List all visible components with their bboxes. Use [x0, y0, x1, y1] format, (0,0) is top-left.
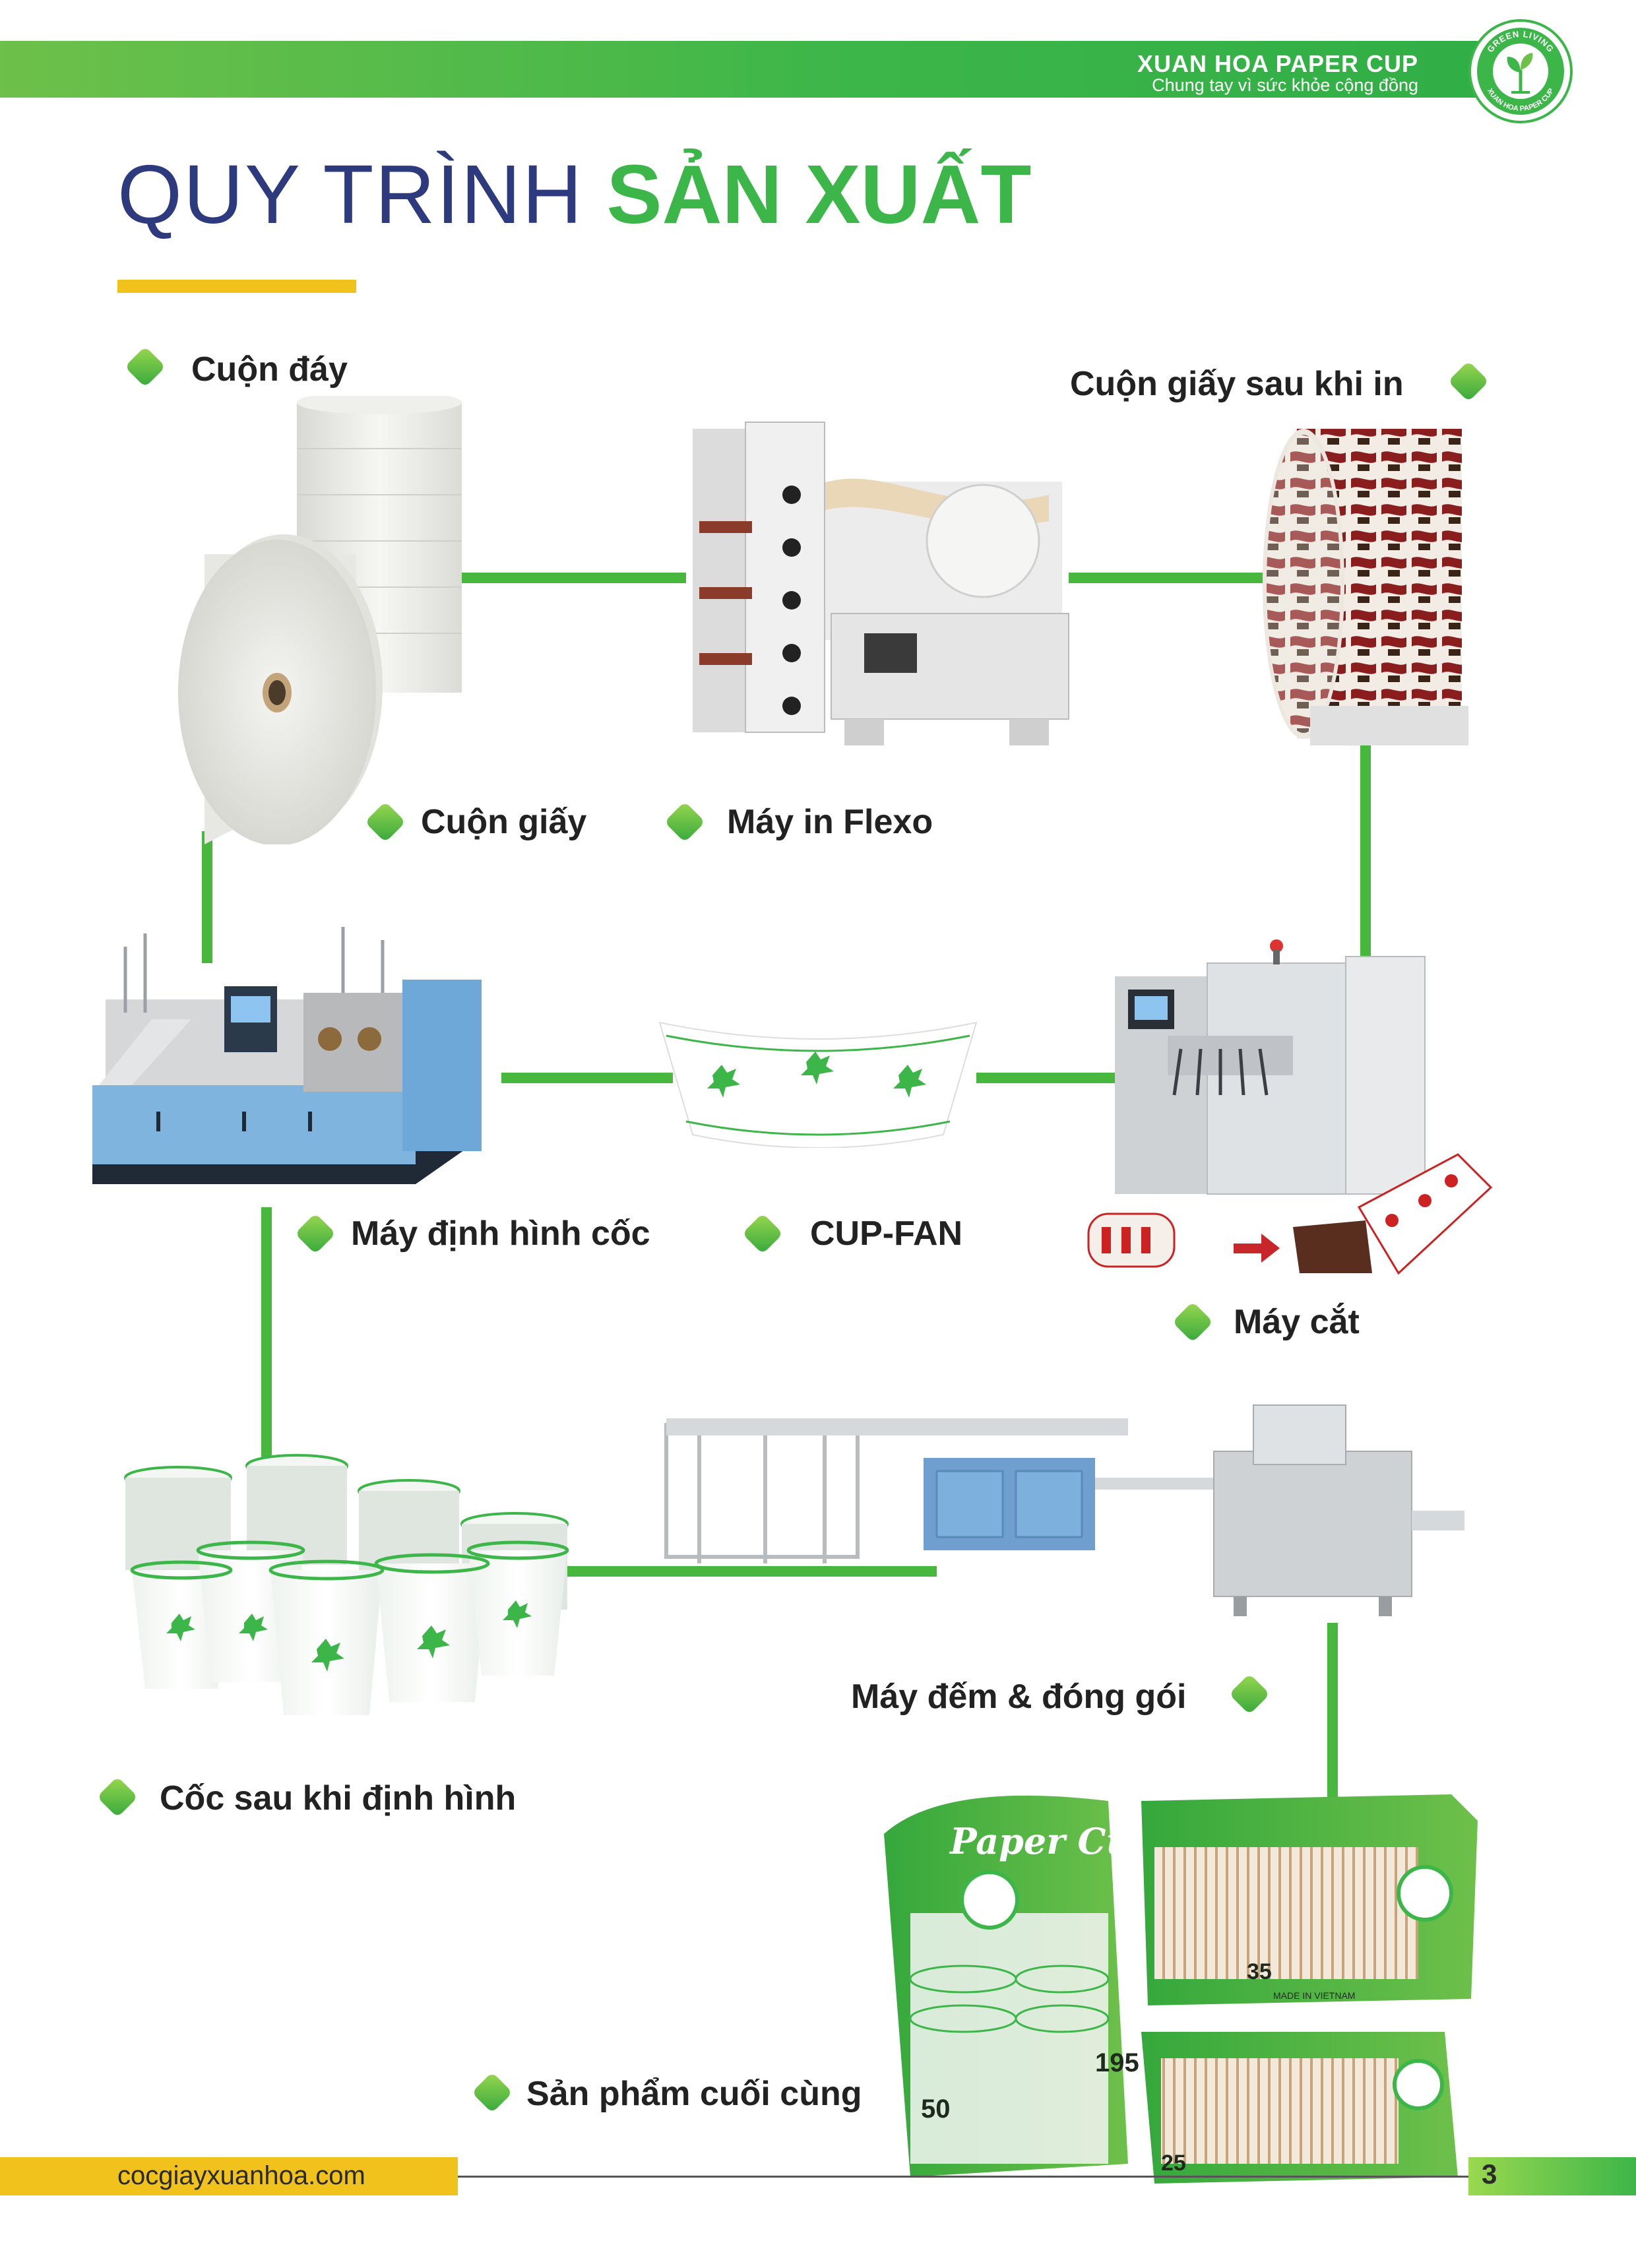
- cutter-samples-image: [1082, 1148, 1530, 1293]
- package-size-b: 35: [1247, 1959, 1272, 1984]
- brand-slogan: Chung tay vì sức khỏe cộng đồng: [1152, 75, 1418, 95]
- package-count-b: 25: [1161, 2151, 1186, 2176]
- bullet-icon: [741, 1213, 784, 1255]
- footer-website-link[interactable]: cocgiayxuanhoa.com: [117, 2161, 365, 2190]
- final-product-image: Paper Cup 195 50 35 MADE IN VIETNAM 25: [877, 1781, 1484, 2190]
- cup-forming-machine-image: [86, 920, 508, 1227]
- bullet-icon: [124, 346, 166, 388]
- label-cup-fan: CUP-FAN: [810, 1214, 963, 1253]
- connector-forming-to-fan: [501, 1073, 673, 1083]
- printed-roll-image: [1257, 422, 1475, 752]
- connector-fan-to-cutter: [976, 1073, 1148, 1083]
- footer-yellow-bar: [0, 2157, 458, 2195]
- connector-packing-to-product: [1327, 1623, 1338, 1814]
- brand-name: XUAN HOA PAPER CUP: [1137, 50, 1418, 77]
- connector-roll-to-flexo: [462, 573, 686, 583]
- cup-fan-image: [653, 1009, 983, 1148]
- label-forming-machine: Máy định hình cốc: [351, 1214, 650, 1253]
- title-part-1: QUY TRÌNH: [117, 148, 584, 241]
- bullet-icon: [1228, 1673, 1271, 1715]
- label-bottom-roll: Cuộn đáy: [191, 350, 348, 389]
- footer-divider: [458, 2176, 1487, 2178]
- package-count-a: 50: [921, 2095, 951, 2124]
- label-formed-cups: Cốc sau khi định hình: [160, 1779, 517, 1817]
- bullet-icon: [96, 1776, 139, 1818]
- connector-cups-to-packing: [561, 1566, 937, 1577]
- package-made-in: MADE IN VIETNAM: [1273, 1990, 1355, 2001]
- green-living-logo: GREEN LIVING XUAN HOA PAPER CUP: [1468, 18, 1573, 124]
- connector-printed-to-cutter: [1360, 745, 1371, 957]
- connector-roll-to-forming: [202, 831, 212, 963]
- bullet-icon: [664, 801, 706, 843]
- formed-cups-image: [119, 1451, 574, 1722]
- label-counting-packing: Máy đếm & đóng gói: [851, 1678, 1187, 1716]
- counting-packing-machine-image: [660, 1399, 1471, 1623]
- label-printed-roll: Cuộn giấy sau khi in: [1070, 365, 1404, 403]
- bullet-icon: [471, 2071, 513, 2114]
- header-bar: [0, 41, 1537, 98]
- label-flexo-printer: Máy in Flexo: [727, 803, 933, 841]
- label-cutter: Máy cắt: [1234, 1303, 1360, 1341]
- title-part-2: SẢN XUẤT: [606, 148, 1032, 241]
- package-size-a: 195: [1095, 2048, 1139, 2077]
- title-underline: [117, 280, 356, 293]
- package-brand-text-1: Paper Cup: [949, 1820, 1157, 1862]
- connector-forming-to-cups: [261, 1207, 272, 1471]
- bullet-icon: [1447, 360, 1490, 402]
- flexo-printer-image: [679, 416, 1088, 752]
- connector-flexo-to-printed: [1069, 573, 1273, 583]
- cutter-machine-image: [1108, 937, 1432, 1201]
- page-title: QUY TRÌNH SẢN XUẤT: [117, 145, 1032, 244]
- label-final-product: Sản phẩm cuối cùng: [526, 2075, 862, 2113]
- label-paper-roll: Cuộn giấy: [421, 803, 587, 841]
- page-number: 3: [1482, 2158, 1497, 2189]
- footer-green-bar: [1468, 2157, 1636, 2195]
- paper-roll-image: [106, 396, 475, 844]
- bullet-icon: [1172, 1301, 1214, 1343]
